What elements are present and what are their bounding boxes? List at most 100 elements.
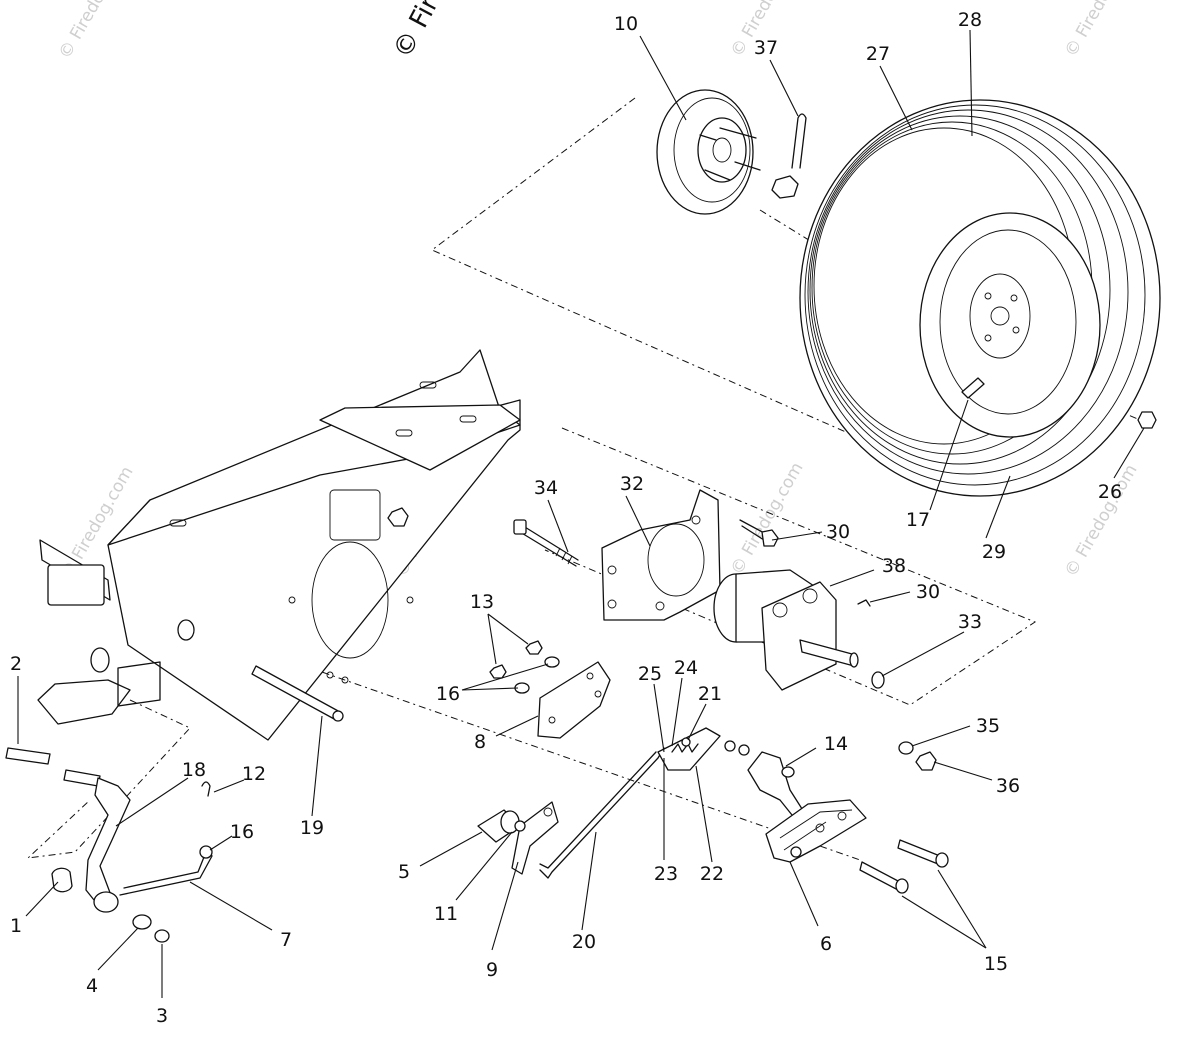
rim-center — [969, 273, 1031, 359]
cotter-pin — [791, 113, 807, 169]
frame-hole — [341, 676, 349, 684]
bracket-hole — [607, 565, 617, 575]
wheel-nut — [1137, 411, 1157, 429]
bolt-head — [513, 519, 527, 535]
frame-hole — [326, 671, 334, 679]
mount-bushing — [90, 647, 110, 673]
mount-bracket-side — [117, 661, 161, 707]
leader-24 — [671, 677, 683, 747]
leader-30b — [869, 591, 911, 603]
callout-1: 1 — [10, 915, 22, 937]
assembly-line-lever — [26, 699, 191, 859]
caliper-bolt-head — [895, 878, 909, 894]
caliper-hole — [815, 823, 825, 833]
wheel-stud — [704, 169, 731, 181]
valve-stem — [961, 377, 985, 399]
callout-3: 3 — [156, 1005, 168, 1027]
motor-port — [772, 602, 788, 618]
leader-8 — [495, 715, 539, 737]
leader-5 — [419, 831, 483, 867]
linkage-rod — [539, 747, 665, 879]
wheel-stud — [734, 161, 761, 171]
watermark: © Firedog.com — [1061, 0, 1142, 61]
frame-slot — [419, 381, 437, 389]
motor-port — [802, 588, 818, 604]
assembly-line-motor — [544, 427, 1037, 706]
callout-37: 37 — [754, 37, 778, 59]
leader-13b — [487, 613, 497, 665]
nut — [489, 664, 507, 679]
assembly-line-hub — [759, 209, 813, 243]
leader-36 — [933, 761, 993, 781]
lever-grip — [5, 747, 51, 765]
leader-13a — [487, 613, 529, 645]
tire-tread — [804, 104, 1146, 486]
frame-bushing — [177, 619, 195, 641]
control-rod — [119, 847, 213, 896]
callout-29: 29 — [982, 541, 1006, 563]
frame-cutout — [311, 541, 389, 659]
callout-5: 5 — [398, 861, 410, 883]
rod-end — [199, 845, 213, 859]
leader-26 — [1113, 427, 1145, 479]
leader-lines — [17, 29, 1145, 998]
caliper-assembly — [747, 751, 949, 894]
bolt-head — [761, 529, 779, 547]
shaft-end — [849, 652, 859, 668]
washer — [871, 671, 885, 689]
lug-hole — [1010, 294, 1018, 302]
tire-tread — [809, 115, 1111, 465]
leader-12 — [213, 779, 245, 793]
long-bolt — [519, 523, 579, 567]
callout-27: 27 — [866, 43, 890, 65]
callout-9: 9 — [486, 959, 498, 981]
hub-assembly — [656, 89, 807, 215]
callout-12: 12 — [242, 763, 266, 785]
shaft-key — [857, 599, 871, 607]
caliper-bolt-head — [935, 852, 949, 868]
callout-20: 20 — [572, 931, 596, 953]
leader-15a — [937, 869, 987, 949]
caliper-bolt-head — [790, 846, 802, 858]
caliper-bushing — [781, 766, 795, 778]
frame-bracket — [319, 404, 521, 471]
callout-10: 10 — [614, 13, 638, 35]
leader-4 — [97, 927, 139, 971]
washer — [132, 914, 152, 930]
leader-32 — [625, 495, 651, 547]
bracket-hole — [691, 515, 701, 525]
leader-19 — [311, 715, 323, 817]
frame-nut — [387, 507, 409, 527]
callout-33: 33 — [958, 611, 982, 633]
callout-13: 13 — [470, 591, 494, 613]
caliper-bolt — [897, 839, 941, 865]
adapter-plate — [489, 640, 611, 739]
tire-wheel — [799, 99, 1161, 497]
frame-slot — [169, 519, 187, 527]
caliper-detail — [779, 809, 853, 851]
snap-ring — [154, 929, 170, 943]
hub-flange — [697, 117, 747, 183]
nut — [915, 751, 937, 771]
pivot-hole — [543, 807, 553, 817]
washer — [898, 741, 914, 755]
assembly-line-axle — [129, 604, 861, 861]
pivot-pin — [514, 820, 526, 832]
callout-35: 35 — [976, 715, 1000, 737]
linkage-clevis — [657, 727, 721, 771]
callout-18: 18 — [182, 759, 206, 781]
callout-16a: 16 — [436, 683, 460, 705]
lug-hole — [984, 334, 992, 342]
leader-37 — [769, 59, 799, 117]
lever-pivot — [93, 891, 119, 913]
callout-23: 23 — [654, 863, 678, 885]
spring — [671, 743, 699, 753]
leader-25 — [653, 683, 665, 753]
assembly-line-wheel — [431, 97, 1119, 481]
bushing — [51, 867, 73, 893]
callout-25: 25 — [638, 663, 662, 685]
leader-16c — [209, 835, 233, 851]
tire-sidewall — [919, 212, 1101, 438]
caliper-bolt — [859, 861, 901, 891]
callout-2: 2 — [10, 653, 22, 675]
